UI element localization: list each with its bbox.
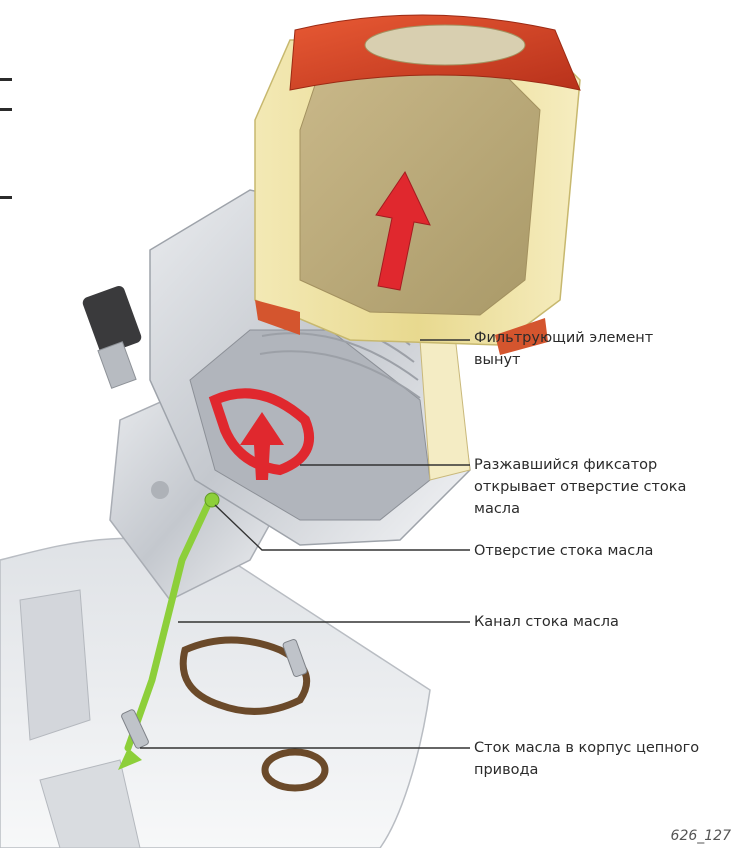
callout-line: вынут [474,349,653,371]
edge-mark [0,196,12,199]
callout-line: Фильтрующий элемент [474,327,653,349]
edge-mark [0,108,12,111]
callout-drain-to-chain: Сток масла в корпус цепного привода [474,737,699,781]
filter-element [255,15,580,355]
callout-filter-removed: Фильтрующий элемент вынут [474,327,653,371]
edge-mark [0,78,12,81]
callout-line: Разжавшийся фиксатор [474,454,686,476]
figure-number: 626_127 [671,828,731,844]
callout-line: открывает отверстие стока [474,476,686,498]
callout-line: Сток масла в корпус цепного [474,737,699,759]
callout-line: Отверстие стока масла [474,540,653,562]
callout-latch-opens: Разжавшийся фиксатор открывает отверстие… [474,454,686,520]
callout-drain-channel: Канал стока масла [474,611,619,633]
engine-block-rib [20,590,90,740]
sensor [81,284,143,388]
callout-drain-hole: Отверстие стока масла [474,540,653,562]
callout-line: масла [474,498,686,520]
callout-line: привода [474,759,699,781]
filter-media [300,70,540,315]
callout-line: Канал стока масла [474,611,619,633]
